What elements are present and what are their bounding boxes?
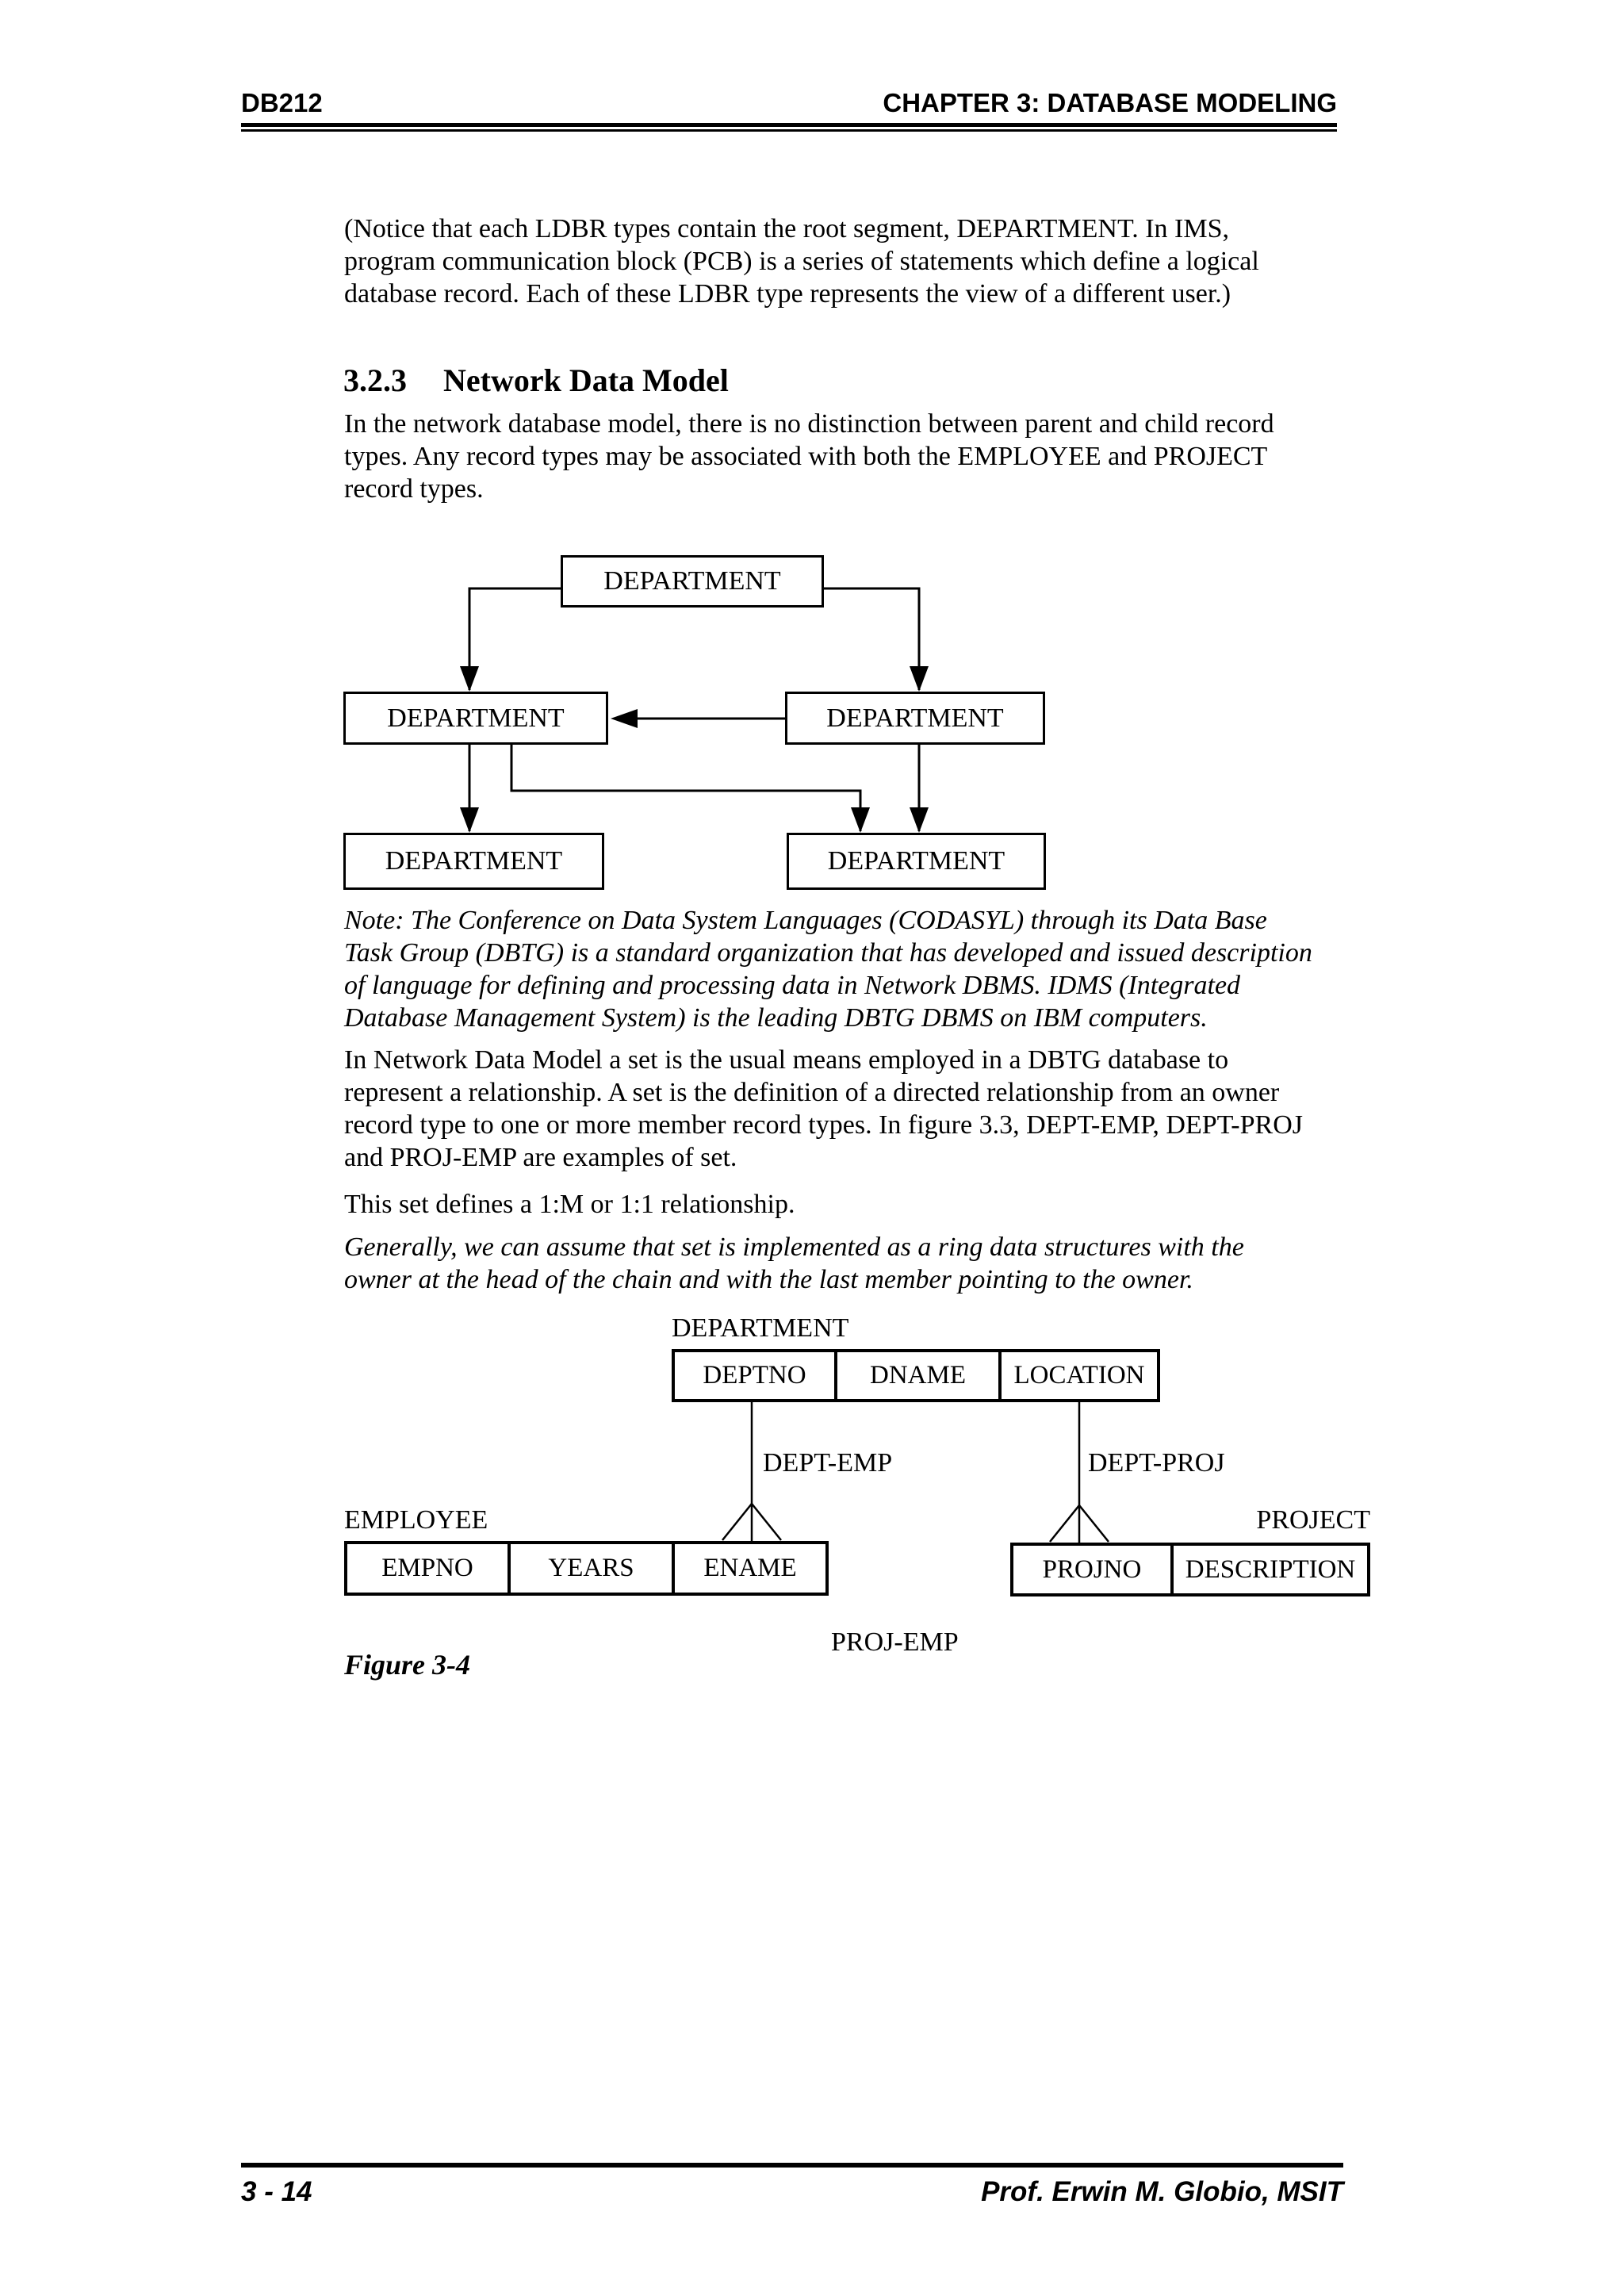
figure-caption: Figure 3-4 [344,1649,471,1681]
paragraph-set-defines: This set defines a 1:M or 1:1 relationsh… [344,1190,795,1219]
footer-rule [241,2163,1343,2168]
department-table: DEPTNO DNAME LOCATION [672,1349,1160,1402]
employee-column-ename: ENAME [672,1544,825,1593]
employee-column-empno: EMPNO [381,1554,473,1582]
set-label-proj-emp: PROJ-EMP [831,1627,959,1657]
section-heading: 3.2.3 Network Data Model [343,362,729,399]
employee-table-label: EMPLOYEE [344,1505,488,1535]
department-table-label: DEPARTMENT [672,1313,849,1343]
record-box-department-mid-right: DEPARTMENT [785,692,1045,745]
paragraph-network-intro: In the network database model, there is … [344,409,1274,504]
employee-column-years: YEARS [508,1544,672,1593]
header-rule-thin [241,129,1337,132]
connector-lines [460,587,929,833]
project-column-projno: PROJNO [1042,1554,1142,1584]
section-number: 3.2.3 [343,362,407,398]
course-code: DB212 [241,88,323,117]
record-box-department-mid-left: DEPARTMENT [343,692,608,745]
header-rule [241,123,1337,132]
network-record-diagram: DEPARTMENT DEPARTMENT DEPARTMENT DEPARTM… [301,547,1150,900]
set-label-dept-proj: DEPT-PROJ [1088,1448,1225,1478]
paragraph-generally: Generally, we can assume that set is imp… [344,1232,1244,1294]
project-table: PROJNO DESCRIPTION [1010,1543,1370,1596]
page-footer: 3 - 14 Prof. Erwin M. Globio, MSIT [241,2176,1343,2208]
department-column-dname: DNAME [834,1352,998,1399]
page-number: 3 - 14 [241,2176,312,2207]
chapter-title: CHAPTER 3: DATABASE MODELING [883,88,1337,117]
set-connector-lines [722,1402,1109,1543]
employee-table: EMPNO YEARS ENAME [344,1541,829,1596]
record-box-department-bottom-right: DEPARTMENT [787,833,1046,890]
record-box-department-bottom-left: DEPARTMENT [343,833,604,890]
footer-author: Prof. Erwin M. Globio, MSIT [981,2176,1343,2207]
paragraph-codasyl-note: Note: The Conference on Data System Lang… [344,906,1312,1033]
paragraph-set-usage: In Network Data Model a set is the usual… [344,1045,1303,1172]
department-column-location: LOCATION [998,1352,1157,1399]
header-rule-thick [241,123,1337,127]
project-column-description: DESCRIPTION [1170,1546,1367,1593]
page-header: DB212 CHAPTER 3: DATABASE MODELING [241,87,1337,119]
record-box-department-root: DEPARTMENT [561,555,824,608]
department-column-deptno: DEPTNO [703,1361,806,1389]
paragraph-ldbr-note: (Notice that each LDBR types contain the… [344,214,1259,309]
set-label-dept-emp: DEPT-EMP [763,1448,893,1478]
project-table-label: PROJECT [1256,1505,1370,1535]
section-title: Network Data Model [443,362,729,398]
set-structure-diagram: DEPARTMENT DEPTNO DNAME LOCATION DEPT-EM… [301,1309,1435,1705]
